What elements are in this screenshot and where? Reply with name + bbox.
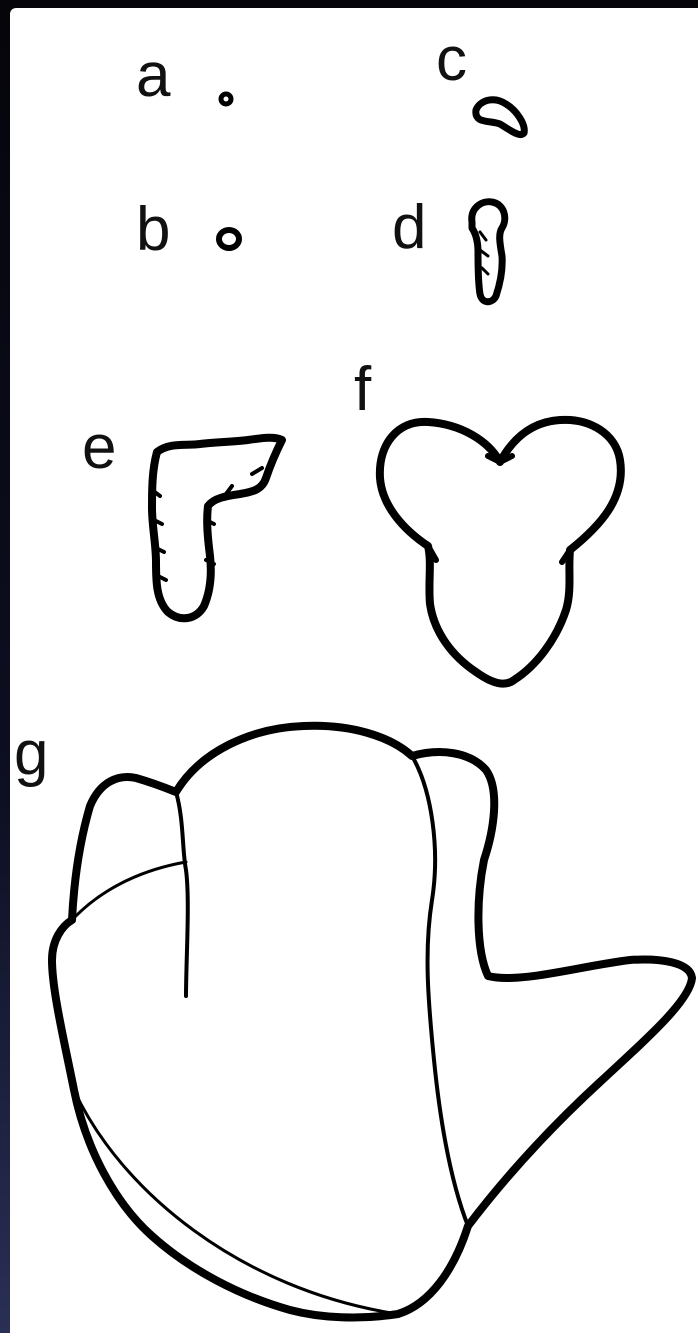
shape-g-inner-body <box>412 756 468 1226</box>
shape-g-outer <box>52 726 692 1318</box>
shape-f-notch <box>428 456 570 562</box>
label-c: c <box>436 25 467 94</box>
shape-g-inner-left <box>176 792 188 996</box>
shape-b <box>219 230 239 248</box>
shape-g-inner-upper <box>72 862 186 920</box>
label-b: b <box>136 195 170 264</box>
label-f: f <box>354 355 372 424</box>
label-g: g <box>14 719 48 788</box>
shape-e <box>152 438 282 619</box>
label-d: d <box>392 193 426 262</box>
label-e: e <box>82 413 116 482</box>
label-a: a <box>136 41 171 110</box>
shape-d <box>472 202 505 302</box>
shape-a <box>221 94 231 104</box>
shape-c <box>476 100 524 135</box>
